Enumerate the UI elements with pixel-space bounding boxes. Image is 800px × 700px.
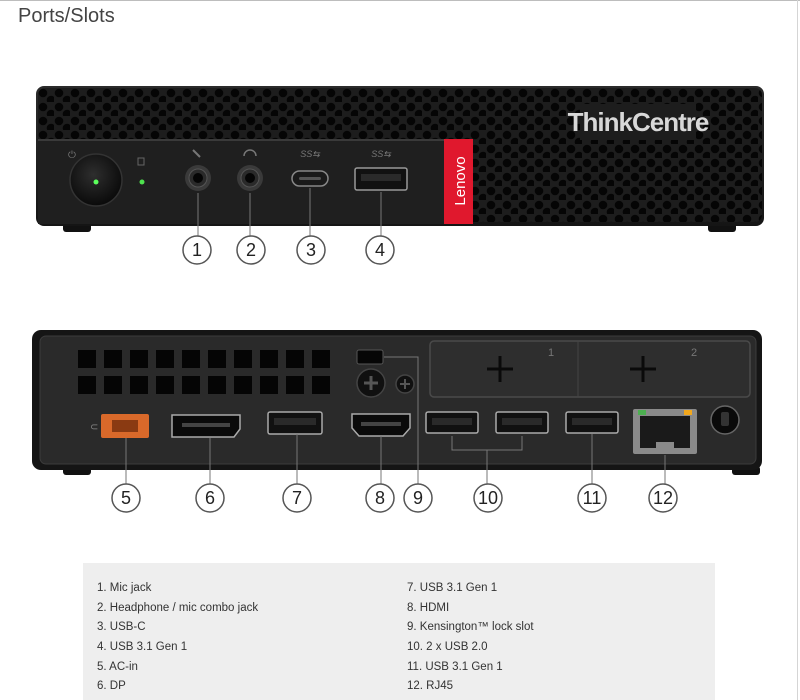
svg-text:10: 10: [478, 488, 498, 508]
callout-12: 12: [648, 483, 678, 513]
usb-c-port: SS⇆: [291, 149, 329, 187]
legend-item: 8. HDMI: [407, 601, 450, 614]
right-divider: [797, 0, 798, 700]
legend-item: 2. Headphone / mic combo jack: [97, 601, 259, 614]
thinkcentre-logo: ThinkCentre: [568, 104, 710, 140]
legend-item: 10. 2 x USB 2.0: [407, 641, 488, 654]
product-illustration: ThinkCentre Lenovo ⏻: [32, 86, 764, 513]
rear-panel: 1 2 ⊂: [32, 330, 762, 475]
rear-callouts: 5 6 7 8 9 10 11 12: [111, 356, 678, 513]
mic-jack: [185, 149, 211, 191]
hdmi-port: [351, 413, 411, 437]
lenovo-tab: Lenovo: [444, 139, 473, 224]
legend-item: 9. Kensington™ lock slot: [407, 621, 534, 634]
legend-right-column: 7. USB 3.1 Gen 1 8. HDMI 9. Kensington™ …: [407, 579, 534, 697]
callout-11: 11: [577, 483, 607, 513]
callout-4: 4: [365, 235, 395, 265]
svg-text:⏻: ⏻: [68, 150, 76, 161]
svg-text:3: 3: [306, 240, 316, 260]
svg-text:SS⇆: SS⇆: [300, 149, 321, 159]
svg-text:Lenovo: Lenovo: [452, 156, 469, 205]
status-led: [137, 157, 145, 185]
legend-left-column: 1. Mic jack 2. Headphone / mic combo jac…: [97, 579, 258, 697]
ports-legend: 1. Mic jack 2. Headphone / mic combo jac…: [83, 563, 715, 700]
svg-text:2: 2: [691, 347, 697, 359]
callout-9: 9: [403, 483, 433, 513]
svg-text:9: 9: [413, 488, 423, 508]
svg-text:⊂: ⊂: [90, 422, 98, 433]
svg-text:ThinkCentre: ThinkCentre: [568, 107, 709, 137]
svg-text:2: 2: [246, 240, 256, 260]
callout-6: 6: [195, 483, 225, 513]
svg-text:6: 6: [205, 488, 215, 508]
headphone-jack: [237, 149, 263, 191]
svg-text:4: 4: [375, 240, 385, 260]
front-panel: ThinkCentre Lenovo ⏻: [36, 86, 764, 232]
usb-a-front-port: SS⇆: [354, 149, 408, 191]
vent-grille: [78, 350, 330, 394]
legend-item: 3. USB-C: [97, 621, 146, 634]
expansion-bays: 1 2: [429, 340, 751, 398]
svg-text:1: 1: [192, 240, 202, 260]
screws: [356, 368, 415, 398]
callout-1: 1: [182, 235, 212, 265]
page-title: Ports/Slots: [18, 5, 115, 27]
lock-icon: [710, 405, 740, 435]
callout-2: 2: [236, 235, 266, 265]
callout-10: 10: [473, 483, 503, 513]
legend-item: 12. RJ45: [407, 680, 454, 693]
legend-item: 6. DP: [97, 680, 126, 693]
power-button: ⏻: [68, 150, 123, 207]
usb-a-rear-port-1: [267, 411, 323, 435]
legend-item: 5. AC-in: [97, 660, 138, 673]
svg-text:8: 8: [375, 488, 385, 508]
ac-in-port: ⊂: [90, 414, 149, 438]
usb-a-rear-port-2: [565, 411, 619, 434]
svg-text:11: 11: [583, 488, 602, 508]
svg-text:5: 5: [121, 488, 131, 508]
svg-text:SS⇆: SS⇆: [371, 149, 392, 159]
svg-text:12: 12: [653, 488, 673, 508]
legend-item: 11. USB 3.1 Gen 1: [407, 660, 503, 673]
svg-text:7: 7: [292, 488, 302, 508]
usb-2-ports: [425, 411, 549, 434]
callout-7: 7: [282, 483, 312, 513]
kensington-slot: [356, 349, 384, 365]
legend-item: 4. USB 3.1 Gen 1: [97, 641, 188, 654]
front-callouts: 1 2 3 4: [182, 188, 395, 265]
rj45-port: [633, 409, 697, 454]
legend-item: 7. USB 3.1 Gen 1: [407, 582, 498, 594]
callout-5: 5: [111, 483, 141, 513]
legend-item: 1. Mic jack: [97, 582, 152, 594]
callout-3: 3: [296, 235, 326, 265]
dp-port: [171, 414, 241, 438]
top-divider: [0, 0, 800, 1]
svg-text:1: 1: [548, 347, 554, 359]
callout-8: 8: [365, 483, 395, 513]
